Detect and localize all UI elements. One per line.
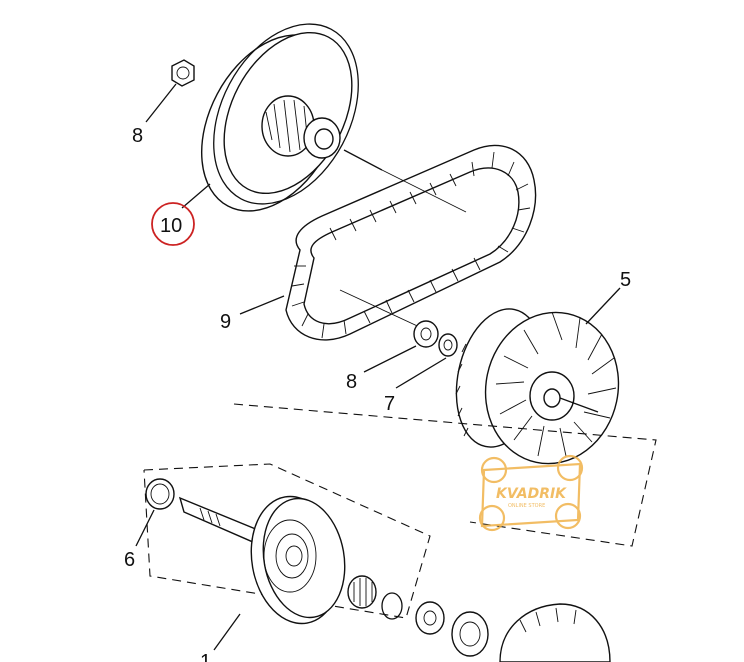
watermark-tagline: ONLINE STORE	[508, 503, 545, 509]
leader-8-top	[145, 83, 177, 123]
snap-ring	[381, 592, 403, 620]
leader-5	[585, 287, 621, 325]
lower-nut	[415, 601, 445, 635]
leader-9	[239, 295, 285, 315]
part-8-nut-top	[171, 59, 195, 87]
assembly-bracket-upper	[233, 403, 657, 547]
leader-1	[213, 613, 241, 651]
part-8-nut-middle	[413, 320, 439, 348]
part-5-drive-pulley	[455, 308, 620, 465]
kvadrik-watermark-logo: KVADRIK ONLINE STORE	[478, 454, 584, 532]
part-6-circlip	[145, 478, 175, 510]
callout-6: 6	[124, 549, 135, 571]
callout-5: 5	[620, 269, 631, 291]
leader-10	[181, 183, 211, 209]
callout-10: 10	[160, 215, 182, 237]
callout-1: 1	[200, 651, 211, 662]
part-10-driven-pulley	[200, 23, 383, 212]
callout-8-middle: 8	[346, 371, 357, 393]
assembly-bracket-lower	[143, 463, 431, 619]
highlight-circle-10	[151, 202, 195, 246]
leader-7	[395, 357, 447, 389]
part-7-washer	[438, 333, 458, 357]
callout-9: 9	[220, 311, 231, 333]
leader-8-middle	[363, 345, 417, 373]
leader-6	[135, 509, 155, 547]
fan-blades	[495, 311, 617, 457]
belt-cogs	[291, 151, 531, 339]
lower-bearing	[451, 611, 489, 657]
watermark-brand: KVADRIK	[496, 486, 567, 502]
needle-bearing	[347, 575, 377, 609]
part-9-drive-belt	[285, 144, 537, 341]
callout-7: 7	[384, 393, 395, 415]
callout-8-top: 8	[132, 125, 143, 147]
part-1-clutch-housing	[178, 495, 346, 625]
clutch-shoe-partial	[499, 603, 611, 662]
